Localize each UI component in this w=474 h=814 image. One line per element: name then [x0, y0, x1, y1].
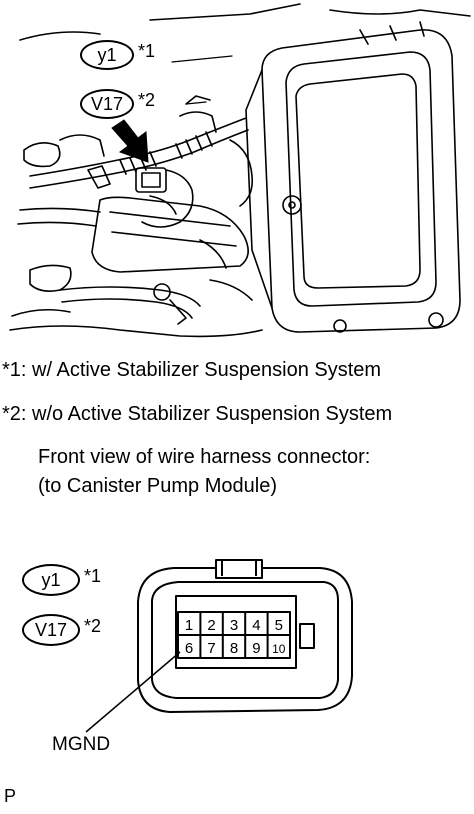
- pin-6: 6: [185, 640, 193, 657]
- marker-ref: *1: [84, 566, 102, 586]
- component-location-illustration: [9, 3, 471, 338]
- pin-7: 7: [207, 640, 215, 657]
- caption-line-2: (to Canister Pump Module): [38, 475, 277, 497]
- marker-ref: *2: [84, 616, 102, 636]
- note-1: *1: w/ Active Stabilizer Suspension Syst…: [2, 359, 382, 381]
- pin-4: 4: [252, 617, 260, 634]
- marker-code: V17: [80, 89, 134, 119]
- pin-5: 5: [275, 617, 283, 634]
- caption-line-1: Front view of wire harness connector:: [38, 446, 371, 468]
- marker-ref: *2: [138, 90, 156, 110]
- marker-code: y1: [22, 564, 80, 596]
- pointer-arrow: [111, 119, 149, 163]
- mgnd-label: MGND: [52, 734, 111, 755]
- footer-letter: P: [4, 786, 17, 806]
- marker-code: V17: [22, 614, 80, 646]
- pin-10: 10: [272, 642, 286, 656]
- pin-1: 1: [185, 617, 193, 634]
- connector-face: 1 2 3 4 5 6 7 8 9 10: [85, 559, 353, 733]
- marker-ref: *1: [138, 41, 156, 61]
- mgnd-leader-line: [85, 651, 181, 733]
- pin-8: 8: [230, 640, 238, 657]
- pin-9: 9: [252, 640, 260, 657]
- pin-3: 3: [230, 617, 238, 634]
- marker-code: y1: [80, 40, 134, 70]
- pin-2: 2: [207, 617, 215, 634]
- note-2: *2: w/o Active Stabilizer Suspension Sys…: [2, 403, 393, 425]
